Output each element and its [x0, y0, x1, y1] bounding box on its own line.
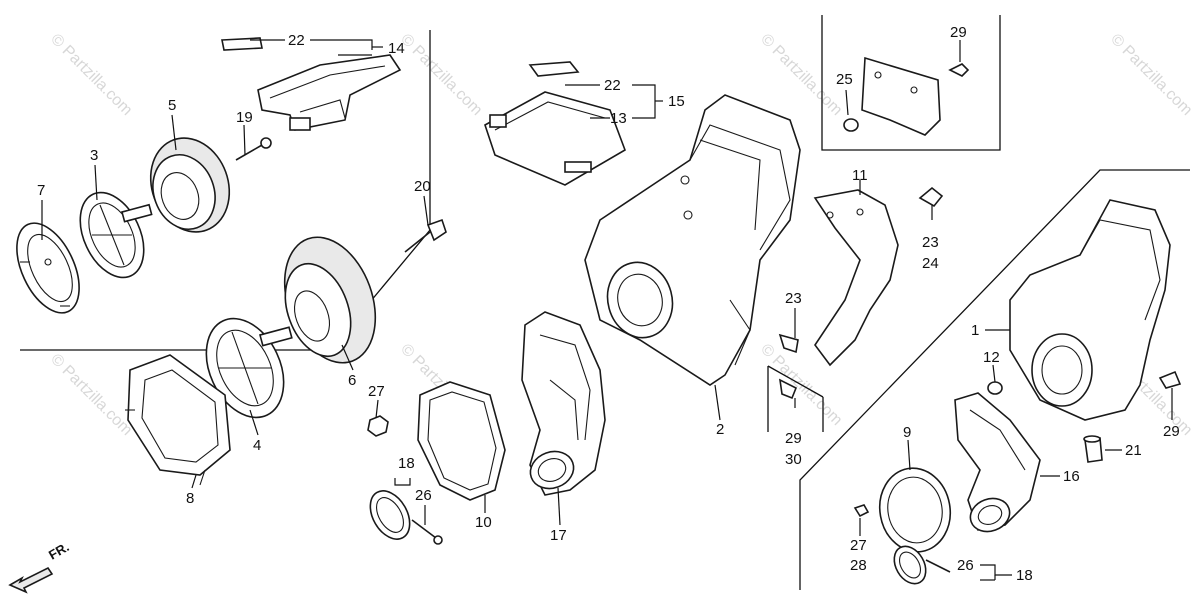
callout-20: 20 [414, 178, 431, 195]
part-6-element [283, 236, 377, 364]
watermark: © Partzilla.com [47, 31, 135, 119]
callout-23: 23 [922, 234, 939, 251]
watermark: © Partzilla.com [1107, 31, 1195, 119]
callout-27: 27 [368, 383, 385, 400]
part-2-case [584, 94, 801, 386]
screw-parts [778, 186, 1182, 400]
callouts: 22 14 22 15 13 5 19 3 7 20 6 27 4 8 18 2… [37, 24, 1180, 584]
watermark: © Partzilla.com [47, 351, 135, 439]
callout-17: 17 [550, 527, 567, 544]
callout-21: 21 [1125, 442, 1142, 459]
callout-22: 22 [604, 77, 621, 94]
callout-30: 30 [785, 451, 802, 468]
callout-14: 14 [388, 40, 405, 57]
bracket-frame [767, 365, 824, 398]
part-3-holder [79, 191, 153, 279]
callout-2: 2 [716, 421, 724, 438]
leader-lines [41, 39, 1173, 581]
group-frames [20, 15, 1190, 590]
callout-8: 8 [186, 490, 194, 507]
front-label: FR. [46, 539, 72, 562]
callout-12: 12 [983, 349, 1000, 366]
part-14-bracket [221, 37, 402, 131]
part-18-clamp [369, 490, 443, 545]
part-16-duct [954, 392, 1041, 533]
left-group-frame [20, 30, 431, 351]
part-21-cap [1083, 435, 1103, 463]
callout-29: 29 [785, 430, 802, 447]
right-group-frame [799, 169, 1190, 590]
part-12-grommet [987, 381, 1003, 395]
callout-15: 15 [668, 93, 685, 110]
callout-18: 18 [398, 455, 415, 472]
part-10-gasket [417, 381, 506, 501]
callout-25: 25 [836, 71, 853, 88]
callout-3: 3 [90, 147, 98, 164]
callout-29: 29 [1163, 423, 1180, 440]
part-8-cover [125, 354, 231, 486]
callout-19: 19 [236, 109, 253, 126]
callout-28: 28 [850, 557, 867, 574]
callout-16: 16 [1063, 468, 1080, 485]
lower-right-fasteners [853, 504, 951, 585]
callout-10: 10 [475, 514, 492, 531]
part-20-screw [404, 218, 447, 253]
callout-24: 24 [922, 255, 939, 272]
part-11-shroud [813, 189, 899, 367]
top-right-group-frame [821, 15, 1001, 151]
watermark: © Partzilla.com [757, 31, 845, 119]
callout-9: 9 [903, 424, 911, 441]
part-5-cup [149, 137, 231, 233]
part-13-cover [484, 61, 626, 186]
callout-13: 13 [610, 110, 627, 127]
callout-27: 27 [850, 537, 867, 554]
part-1-case [1009, 199, 1171, 421]
callout-4: 4 [253, 437, 261, 454]
callout-23: 23 [785, 290, 802, 307]
watermark: © Partzilla.com [397, 31, 485, 119]
part-4-holder [205, 317, 293, 419]
callout-5: 5 [168, 97, 176, 114]
callout-6: 6 [348, 372, 356, 389]
part-17-duct [521, 311, 606, 496]
callout-26: 26 [415, 487, 432, 504]
part-9-gasket [878, 467, 952, 553]
callout-26: 26 [957, 557, 974, 574]
callout-7: 7 [37, 182, 45, 199]
part-27-nut [367, 415, 389, 437]
callout-11: 11 [852, 167, 868, 184]
part-19-bolt [235, 137, 272, 161]
front-arrow: FR. [8, 539, 72, 594]
callout-18: 18 [1016, 567, 1033, 584]
callout-22: 22 [288, 32, 305, 49]
front-arrow-icon [8, 566, 54, 594]
part-7-plate [16, 222, 80, 314]
callout-1: 1 [971, 322, 979, 339]
part-bracket-top-right [843, 56, 970, 136]
callout-29: 29 [950, 24, 967, 41]
